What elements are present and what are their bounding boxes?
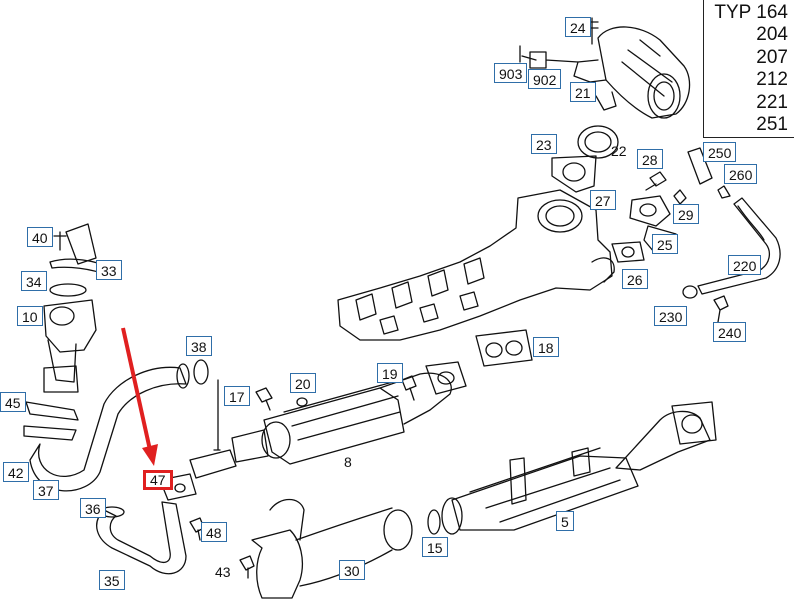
part-label-43[interactable]: 43 (215, 564, 231, 580)
intake-manifold-drawing (337, 189, 615, 341)
cooler-5-drawing (441, 401, 717, 535)
egr-actuator-drawing (573, 17, 691, 119)
part-label-260[interactable]: 260 (724, 164, 758, 184)
part-label-240[interactable]: 240 (713, 322, 747, 342)
type-label: TYP (714, 2, 752, 23)
part-label-22[interactable]: 22 (611, 143, 627, 159)
part-label-45[interactable]: 45 (0, 392, 26, 412)
part-label-24[interactable]: 24 (565, 17, 591, 37)
part-label-220[interactable]: 220 (728, 255, 762, 275)
part-label-37[interactable]: 37 (33, 480, 59, 500)
part-label-903[interactable]: 903 (494, 63, 528, 83)
part-label-10[interactable]: 10 (17, 306, 43, 326)
part-label-8[interactable]: 8 (344, 454, 352, 470)
part-label-26[interactable]: 26 (622, 269, 648, 289)
vehicle-type-table: TYP 164 204 207 212 221 251 (703, 0, 794, 138)
part-label-33[interactable]: 33 (96, 260, 122, 280)
part-label-18[interactable]: 18 (533, 337, 559, 357)
type-code: 207 (756, 47, 788, 68)
part-label-34[interactable]: 34 (21, 271, 47, 291)
part-label-38[interactable]: 38 (186, 336, 212, 356)
part-label-23[interactable]: 23 (531, 134, 557, 154)
part-label-15[interactable]: 15 (422, 537, 448, 557)
part-label-19[interactable]: 19 (377, 363, 403, 383)
part-label-47-highlighted[interactable]: 47 (143, 470, 173, 490)
type-code: 204 (756, 24, 788, 45)
part-label-27[interactable]: 27 (590, 190, 616, 210)
type-code: 212 (756, 69, 788, 90)
part-label-5[interactable]: 5 (556, 511, 574, 531)
type-code: 251 (756, 114, 788, 135)
part-label-29[interactable]: 29 (673, 204, 699, 224)
part-label-250[interactable]: 250 (703, 142, 737, 162)
part-label-48[interactable]: 48 (201, 522, 227, 542)
part-label-30[interactable]: 30 (339, 560, 365, 580)
part-label-21[interactable]: 21 (570, 82, 596, 102)
part-label-25[interactable]: 25 (652, 234, 678, 254)
part-label-20[interactable]: 20 (290, 373, 316, 393)
part-label-28[interactable]: 28 (637, 149, 663, 169)
part-label-17[interactable]: 17 (224, 386, 250, 406)
egr-cooler-drawing (189, 361, 467, 479)
part-label-36[interactable]: 36 (80, 498, 106, 518)
type-code: 164 (756, 2, 788, 23)
part-label-902[interactable]: 902 (528, 69, 562, 89)
part-label-40[interactable]: 40 (27, 227, 53, 247)
part-label-42[interactable]: 42 (3, 462, 29, 482)
part-label-35[interactable]: 35 (99, 570, 125, 590)
type-code: 221 (756, 92, 788, 113)
part-label-230[interactable]: 230 (654, 306, 688, 326)
